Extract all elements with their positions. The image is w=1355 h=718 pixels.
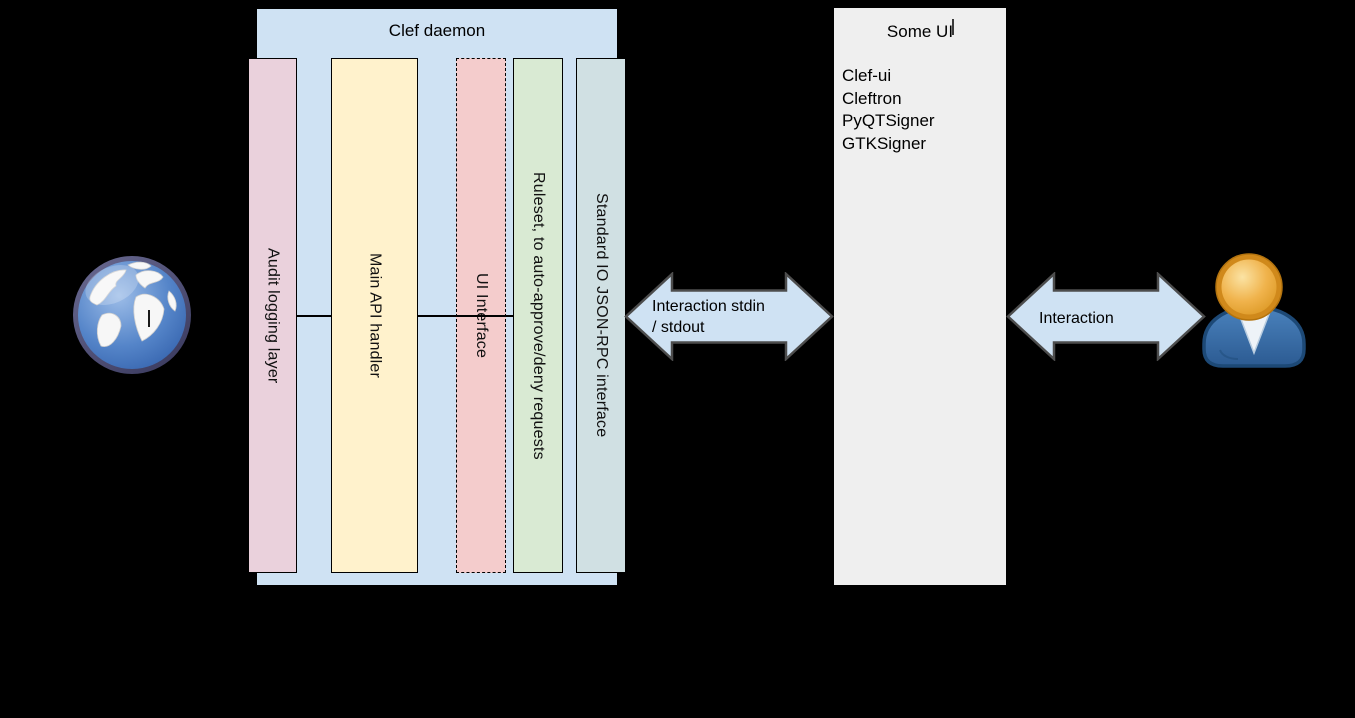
- bar-audit-label: Audit logging layer: [264, 247, 282, 384]
- some-ui-title: Some UI: [886, 22, 954, 41]
- some-ui-item: PyQTSigner: [842, 111, 935, 130]
- globe-icon: [70, 253, 194, 377]
- stdin-stdout-arrow-label: Interaction stdin / stdout: [652, 296, 765, 338]
- text-cursor-artifact: [952, 19, 954, 35]
- bar-audit-logging-layer: Audit logging layer: [248, 58, 297, 573]
- bar-main-api-handler: Main API handler: [331, 58, 418, 573]
- stdin-label-line2: / stdout: [652, 319, 705, 336]
- bar-ruleset-label: Ruleset, to auto-approve/deny requests: [530, 171, 547, 460]
- bar-stdio-jsonrpc: Standard IO JSON-RPC interface: [576, 58, 626, 573]
- bar-ruleset: Ruleset, to auto-approve/deny requests: [513, 58, 563, 573]
- user-icon: [1200, 252, 1308, 370]
- bar-api-label: Main API handler: [366, 252, 384, 379]
- text-cursor-artifact: [148, 310, 150, 327]
- connector-line-audit-api: [297, 315, 331, 317]
- connector-line-api-ruleset: [418, 315, 513, 317]
- bar-stdio-label: Standard IO JSON-RPC interface: [593, 193, 610, 438]
- some-ui-item: GTKSigner: [842, 133, 927, 153]
- some-ui-item: Clef-ui: [842, 66, 892, 85]
- clef-daemon-title: Clef daemon: [388, 21, 486, 40]
- some-ui-item: Cleftron: [842, 88, 902, 108]
- stdin-stdout-arrow: [624, 272, 834, 361]
- interaction-arrow: [1006, 272, 1206, 361]
- clef-daemon-box: [256, 8, 618, 586]
- interaction-arrow-label: Interaction: [1039, 310, 1114, 327]
- some-ui-list: Clef-ui Cleftron PyQTSigner GTKSigner: [842, 65, 935, 155]
- some-ui-box: Some UI Clef-ui Cleftron PyQTSigner GTKS…: [833, 7, 1007, 586]
- stdin-label-line1: Interaction stdin: [652, 298, 765, 315]
